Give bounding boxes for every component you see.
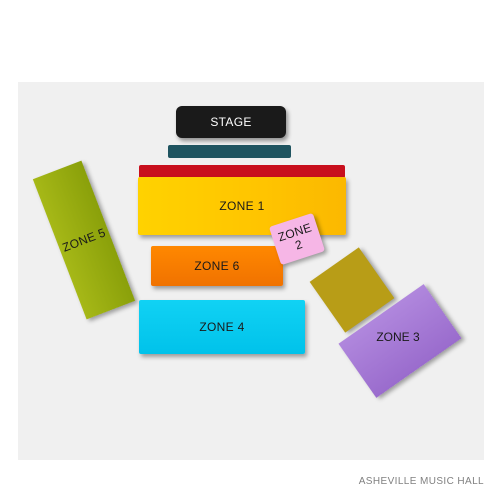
stage: STAGE: [176, 106, 286, 138]
zone-5-label: ZONE 5: [60, 225, 108, 255]
venue-name: ASHEVILLE MUSIC HALL: [358, 476, 484, 487]
zone-3-label: ZONE 3: [376, 330, 420, 344]
zone-2-label: ZONE 2: [276, 221, 318, 257]
zone-2-label-line2: 2: [293, 236, 305, 253]
front-row-bar[interactable]: [139, 165, 345, 178]
zone-6-label: ZONE 6: [194, 259, 240, 273]
stage-label: STAGE: [210, 115, 252, 129]
stage-front-bar: [168, 145, 291, 158]
zone-6-section[interactable]: ZONE 6: [151, 246, 283, 286]
zone-4-label: ZONE 4: [199, 320, 245, 334]
zone-1-label: ZONE 1: [219, 199, 265, 213]
zone-4-section[interactable]: ZONE 4: [139, 300, 305, 354]
